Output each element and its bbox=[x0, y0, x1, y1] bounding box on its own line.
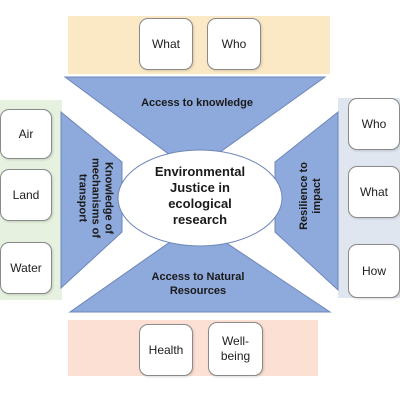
t-right-line-1: impact bbox=[311, 178, 323, 214]
water-box: Water bbox=[0, 242, 52, 294]
land-box: Land bbox=[0, 169, 52, 221]
what-box-top: What bbox=[139, 18, 193, 70]
resilience-segment bbox=[274, 110, 339, 292]
t-left-line-1: mechanisms of bbox=[89, 158, 101, 238]
air-box: Air bbox=[0, 109, 52, 159]
t-center-line-1: Justice in bbox=[170, 180, 230, 195]
t-center-line-3: research bbox=[173, 212, 227, 227]
t-bottom-line-0: Access to Natural bbox=[152, 271, 245, 283]
t-left-line-0: Knowledge of bbox=[102, 162, 114, 234]
access-to-knowledge-segment bbox=[63, 76, 327, 156]
t-left-line-2: transport bbox=[76, 174, 88, 223]
knowledge-of-transport-segment bbox=[60, 110, 123, 290]
t-right-line-0: Resilience to bbox=[298, 162, 310, 230]
bottom-band bbox=[68, 320, 318, 376]
how-box-right: How bbox=[348, 244, 400, 298]
health-box: Health bbox=[139, 324, 193, 376]
access-to-knowledge-label: Access to knowledge bbox=[141, 97, 253, 109]
wellbeing-box: Well- being bbox=[208, 322, 263, 376]
t-bottom-line-1: Resources bbox=[170, 285, 226, 297]
resilience-label: Resilience toimpact bbox=[298, 162, 323, 230]
top-band bbox=[68, 16, 330, 74]
t-top-line-0: Access to knowledge bbox=[141, 97, 253, 109]
who-box-top: Who bbox=[207, 18, 261, 70]
who-box-right: Who bbox=[348, 98, 400, 150]
t-center-line-2: ecological bbox=[168, 196, 232, 211]
knowledge-of-transport-label: Knowledge ofmechanisms oftransport bbox=[76, 158, 114, 238]
what-box-right: What bbox=[348, 166, 400, 218]
center-ellipse bbox=[117, 149, 283, 247]
t-center-line-0: Environmental bbox=[155, 164, 245, 179]
